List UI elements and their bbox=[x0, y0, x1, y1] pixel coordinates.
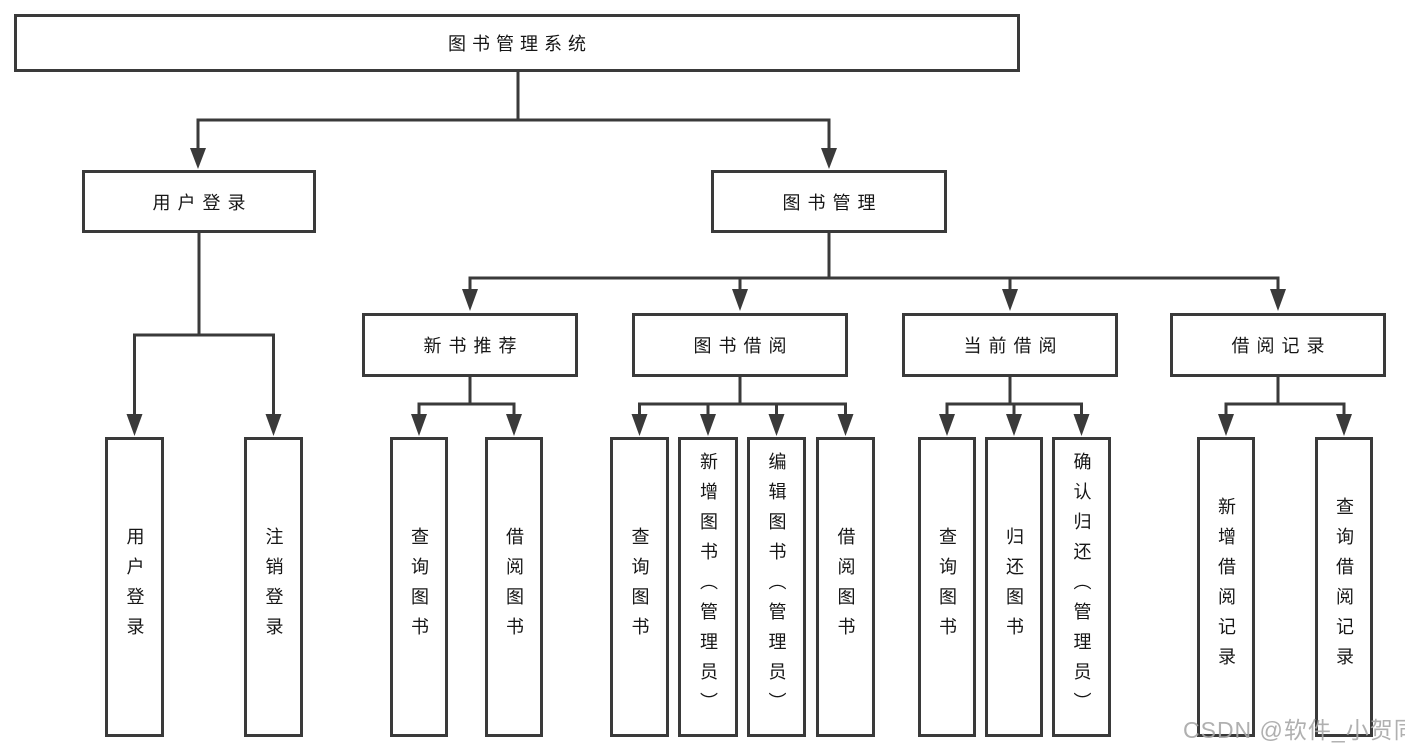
leaf-search-borrow-record: 查询借阅记录 bbox=[1315, 437, 1373, 737]
csdn-watermark: CSDN @软件_小贺同学 bbox=[1183, 717, 1405, 743]
node-book-borrowing: 图书借阅 bbox=[632, 313, 848, 377]
node-current-borrowing: 当前借阅 bbox=[902, 313, 1118, 377]
leaf-user-login: 用户登录 bbox=[105, 437, 164, 737]
node-label: 查询图书 bbox=[409, 527, 429, 647]
node-label: 新书推荐 bbox=[423, 336, 524, 356]
node-label: 图书管理 bbox=[782, 192, 883, 213]
leaf-search-books-borrowing: 查询图书 bbox=[610, 437, 669, 737]
node-borrowing-records: 借阅记录 bbox=[1170, 313, 1386, 377]
node-label: 查询借阅记录 bbox=[1334, 497, 1354, 677]
node-label: 注销登录 bbox=[263, 527, 284, 647]
node-label: 当前借阅 bbox=[963, 336, 1064, 356]
node-label: 归还图书 bbox=[1004, 527, 1024, 647]
node-label: 新增图书（管理员） bbox=[698, 452, 718, 722]
node-label: 查询图书 bbox=[937, 527, 957, 647]
leaf-borrow-books-recommend: 借阅图书 bbox=[485, 437, 543, 737]
node-label: 新增借阅记录 bbox=[1216, 497, 1236, 677]
leaf-search-books-recommend: 查询图书 bbox=[390, 437, 448, 737]
leaf-confirm-return-admin: 确认归还（管理员） bbox=[1052, 437, 1111, 737]
node-label: 查询图书 bbox=[629, 527, 650, 647]
leaf-search-books-current: 查询图书 bbox=[918, 437, 976, 737]
leaf-return-books: 归还图书 bbox=[985, 437, 1043, 737]
node-label: 图书管理系统 bbox=[448, 34, 592, 54]
node-label: 用户登录 bbox=[152, 192, 253, 213]
node-library-management-system: 图书管理系统 bbox=[14, 14, 1020, 72]
node-label: 确认归还（管理员） bbox=[1071, 452, 1092, 722]
node-label: 图书借阅 bbox=[693, 336, 794, 356]
leaf-borrow-books-borrowing: 借阅图书 bbox=[816, 437, 875, 737]
node-new-book-recommendation: 新书推荐 bbox=[362, 313, 578, 377]
leaf-add-borrow-record: 新增借阅记录 bbox=[1197, 437, 1255, 737]
node-label: 编辑图书（管理员） bbox=[766, 452, 787, 722]
node-label: 借阅图书 bbox=[835, 527, 856, 647]
node-user-login: 用户登录 bbox=[82, 170, 316, 233]
leaf-add-books-admin: 新增图书（管理员） bbox=[678, 437, 738, 737]
node-label: 借阅图书 bbox=[504, 527, 524, 647]
node-label: 用户登录 bbox=[124, 527, 145, 647]
leaf-logout: 注销登录 bbox=[244, 437, 303, 737]
node-book-management: 图书管理 bbox=[711, 170, 947, 233]
leaf-edit-books-admin: 编辑图书（管理员） bbox=[747, 437, 806, 737]
node-label: 借阅记录 bbox=[1231, 336, 1332, 356]
